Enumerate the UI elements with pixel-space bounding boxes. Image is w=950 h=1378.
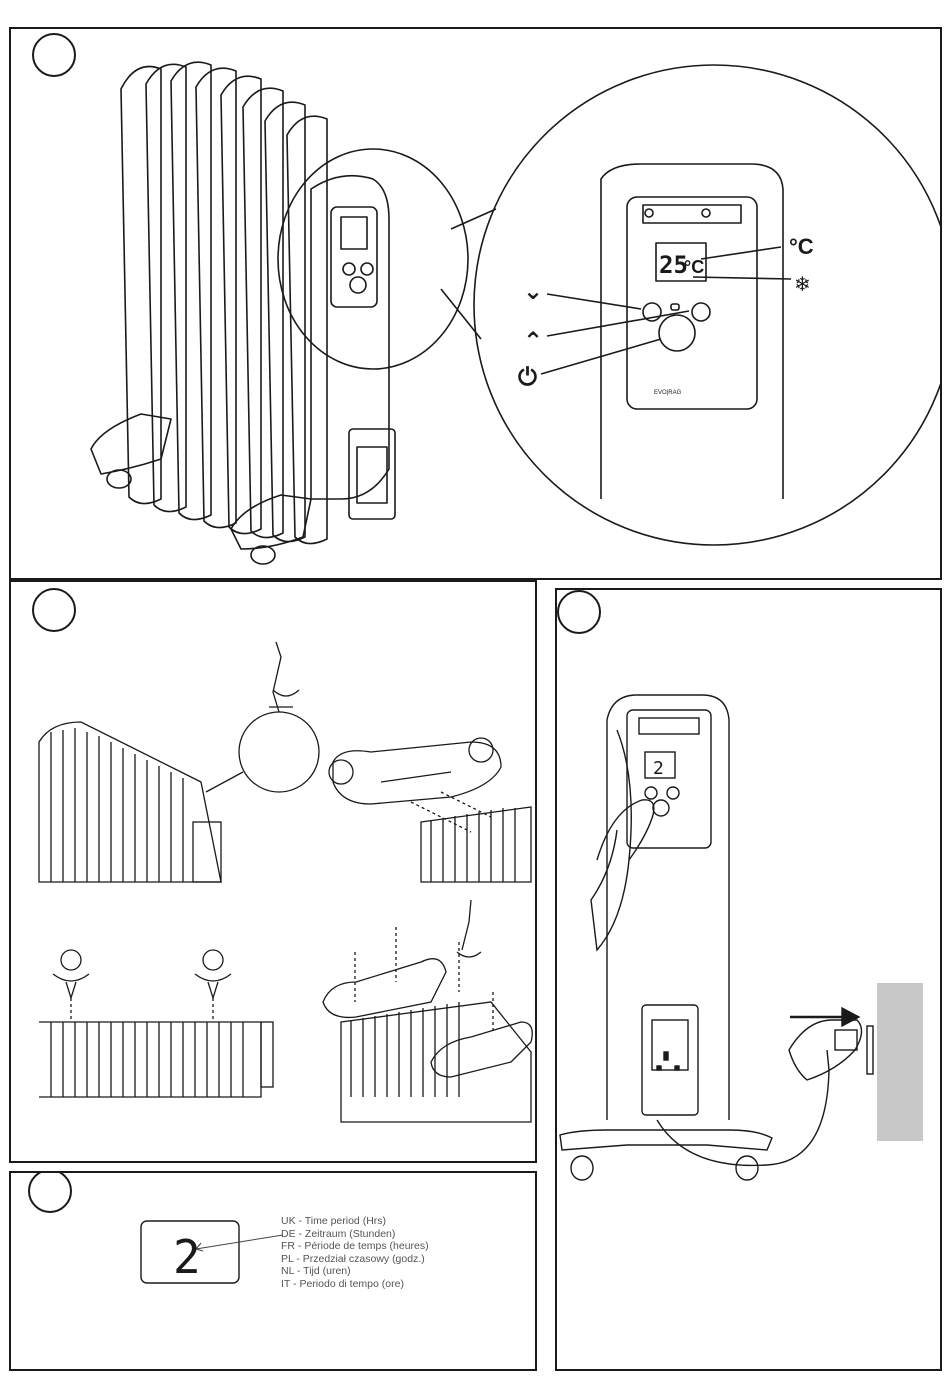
wheel-assembly-illustration [11, 582, 537, 1163]
panel-2-assembly [9, 580, 537, 1163]
legend-uk: UK - Time period (Hrs) [281, 1215, 429, 1228]
panel-4-time-period: 2 UK - Time period (Hrs) DE - Zeitraum (… [9, 1171, 537, 1371]
time-period-legend: UK - Time period (Hrs) DE - Zeitraum (St… [281, 1215, 429, 1291]
callout-frost-icon: ❄ [794, 272, 811, 296]
zoom-circle-screw [239, 712, 319, 792]
legend-nl: NL - Tijd (uren) [281, 1265, 429, 1278]
legend-pl: PL - Przedział czasowy (godz.) [281, 1253, 429, 1266]
heater-upright-bottom-left [39, 950, 273, 1097]
legend-de: DE - Zeitraum (Stunden) [281, 1228, 429, 1241]
display-unit: °C [684, 257, 704, 277]
time-display-digit: 2 [173, 1230, 201, 1284]
zoom-circle [474, 65, 942, 545]
hand-pressing [597, 800, 654, 860]
callout-down-icon: ⌄ [523, 277, 543, 305]
zoom-source-ellipse [278, 149, 468, 369]
plug-in-illustration: 2 [557, 590, 942, 1371]
heater-with-bracket-bottom-right [323, 900, 532, 1122]
brand-label: EVO|RAG [654, 390, 682, 396]
panel-1-overview: 25 °C EVO|RAG ⌄ ⌃ ⏻ °C ❄ [9, 27, 942, 580]
heater-lying-top-right [411, 792, 531, 882]
up-button [692, 303, 710, 321]
wall-outlet-block [877, 983, 923, 1141]
power-button [659, 315, 695, 351]
heater-fins [121, 62, 327, 543]
socket-front [642, 1005, 698, 1115]
callout-up-icon: ⌃ [523, 327, 543, 355]
callout-power-icon: ⏻ [518, 363, 537, 391]
legend-fr: FR - Période de temps (heures) [281, 1240, 429, 1253]
foot-left [91, 414, 171, 474]
callout-celsius-icon: °C [789, 234, 814, 259]
time-display-illustration: 2 [11, 1173, 537, 1371]
heater-overview-illustration: 25 °C EVO|RAG ⌄ ⌃ ⏻ °C ❄ [11, 29, 942, 580]
panel-3-plug-in: 2 [555, 588, 942, 1371]
heater-lying-top-left [39, 722, 221, 882]
socket-cover [349, 429, 395, 519]
wheel-bracket [329, 738, 501, 804]
panel3-display-digit: 2 [653, 758, 664, 779]
legend-it: IT - Periodo di tempo (ore) [281, 1278, 429, 1291]
